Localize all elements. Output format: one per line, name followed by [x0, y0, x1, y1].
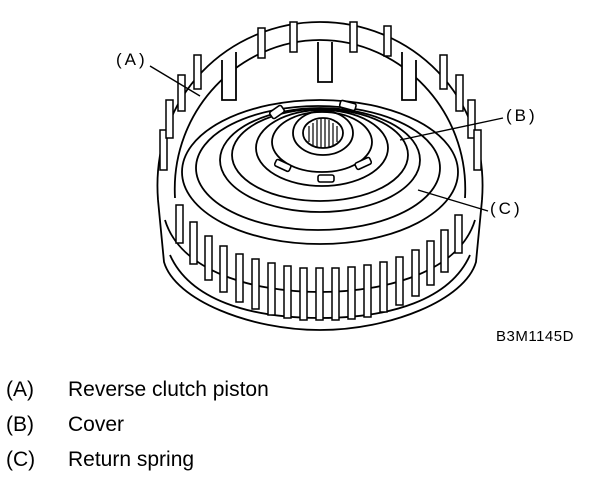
cover — [255, 109, 389, 187]
drum-back-rim — [156, 21, 484, 201]
legend-label: Reverse clutch piston — [68, 378, 269, 401]
leader-b — [399, 117, 504, 141]
callout-label-a: (A) — [116, 50, 148, 69]
callout-label-b: (B) — [506, 106, 538, 125]
legend-label: Return spring — [68, 448, 195, 471]
drum-outer-wall — [157, 199, 483, 331]
legend-key: (A) — [6, 378, 34, 401]
legend-label: Cover — [68, 413, 125, 436]
return-spring — [219, 107, 421, 213]
legend-item: (C) Return spring — [6, 442, 269, 477]
legend-item: (A) Reverse clutch piston — [6, 372, 269, 407]
leader-a — [149, 65, 201, 97]
legend-item: (B) Cover — [6, 407, 269, 442]
legend-key: (B) — [6, 413, 34, 436]
callout-label-c: (C) — [490, 199, 523, 218]
legend-key: (C) — [6, 448, 36, 471]
center-hub — [292, 110, 354, 156]
leader-c — [417, 189, 489, 212]
piston-outer-ring — [181, 99, 459, 245]
clutch-drum-illustration — [149, 21, 504, 331]
legend-list: (A) Reverse clutch piston (B) Cover (C) … — [6, 372, 269, 477]
figure-id: B3M1145D — [496, 328, 574, 345]
